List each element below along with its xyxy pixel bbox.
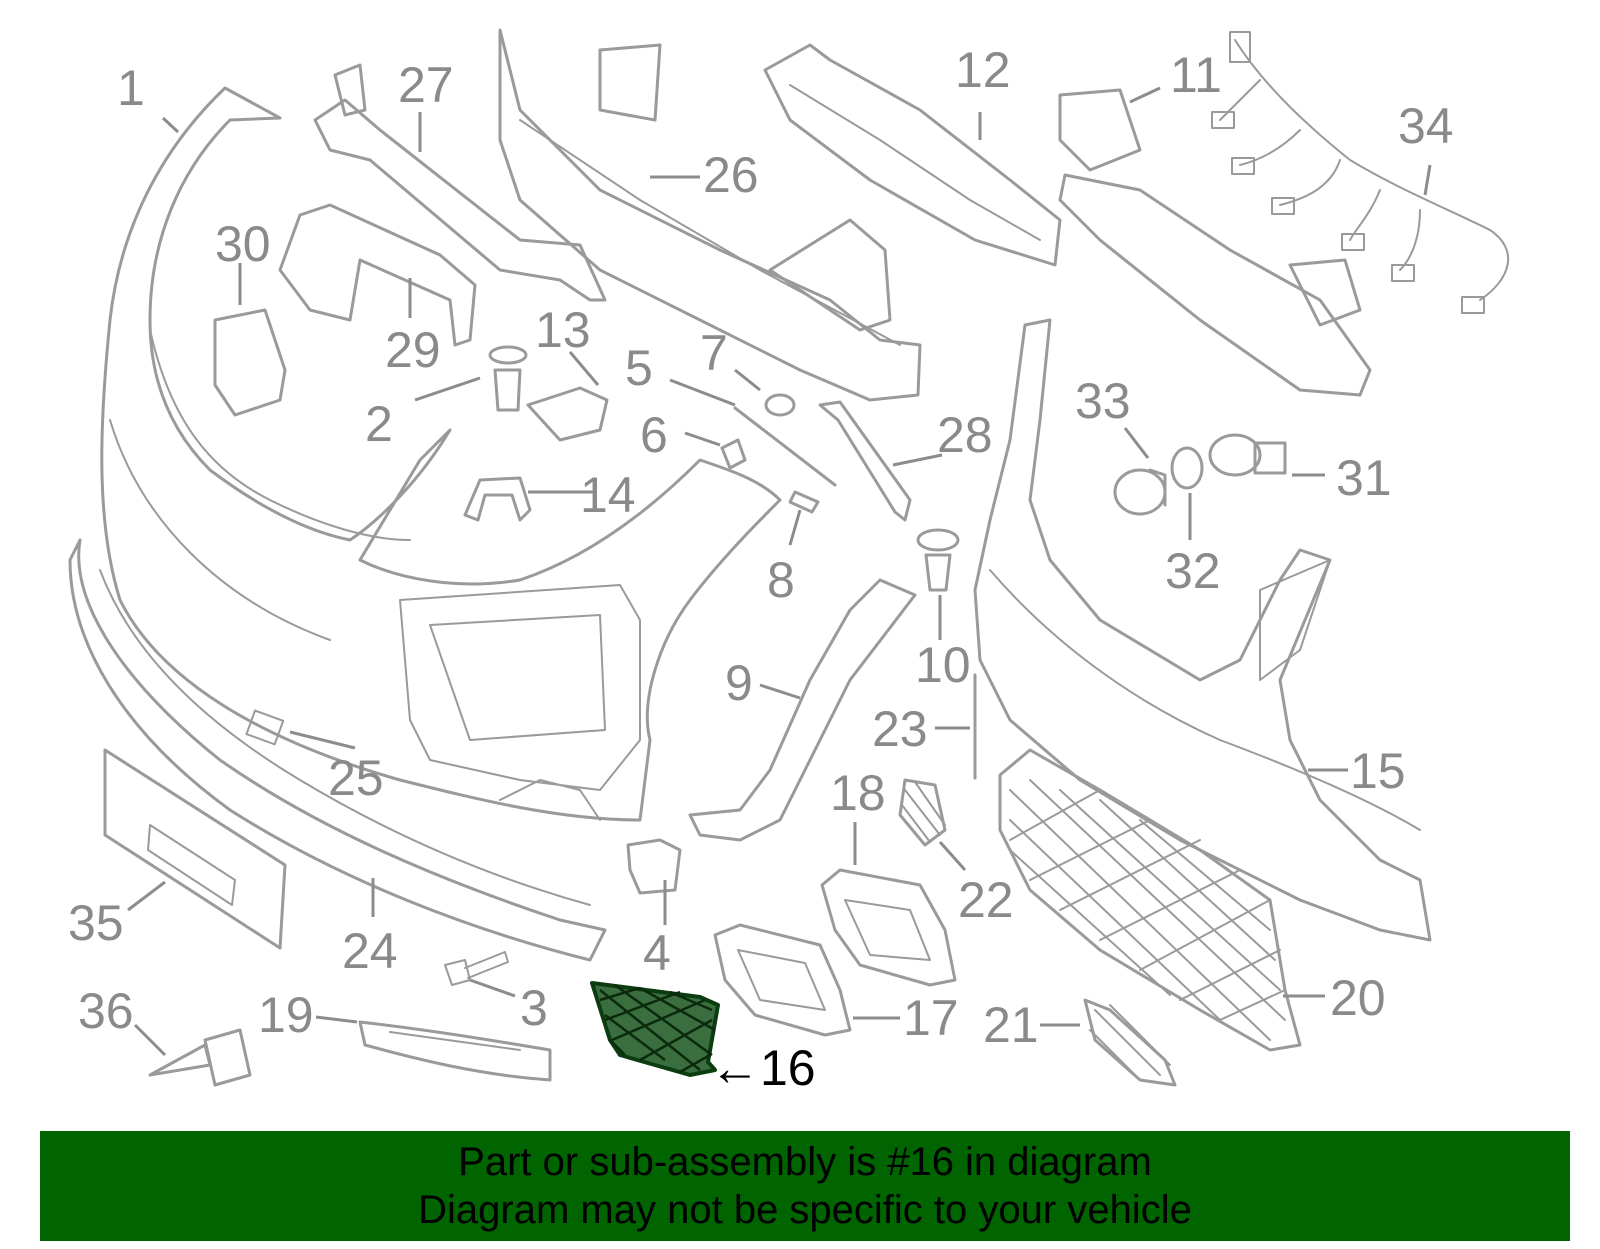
part-13-cover: [526, 386, 609, 442]
part-3-bolt: [444, 951, 509, 986]
callout-20: 20: [1330, 970, 1386, 1026]
part-2-push-clip: [488, 345, 528, 412]
callout-26: 26: [703, 147, 759, 203]
callout-10: 10: [915, 637, 971, 693]
part-1-bumper-cover: [100, 86, 782, 822]
part-26-carrier: [498, 28, 922, 402]
part-25-clip: [245, 709, 285, 746]
part-5-rod: [733, 406, 837, 487]
callout-34: 34: [1398, 98, 1454, 154]
callout-labels: 1 27 12 11 34 26 30 29 13 2 5 7 6 14 28 …: [68, 42, 1454, 1096]
callout-28: 28: [937, 407, 993, 463]
part-6-screw: [720, 438, 747, 470]
part-29-bracket: [278, 203, 477, 347]
callout-29: 29: [385, 322, 441, 378]
part-27-support-bar: [313, 63, 607, 302]
callout-19: 19: [258, 987, 314, 1043]
callout-13: 13: [535, 302, 591, 358]
callout-24: 24: [342, 923, 398, 979]
callout-17: 17: [903, 990, 959, 1046]
part-11-absorber: [1058, 88, 1372, 397]
callout-7: 7: [700, 325, 728, 381]
leader-lines: [127, 86, 1432, 1057]
callout-36: 36: [78, 983, 134, 1039]
part-32-sensor-ring: [1170, 446, 1204, 490]
callout-23: 23: [872, 701, 928, 757]
callout-32: 32: [1165, 543, 1221, 599]
callout-14: 14: [580, 467, 636, 523]
part-9-side-bracket: [688, 578, 917, 842]
callout-1: 1: [117, 60, 145, 116]
callout-27: 27: [398, 57, 454, 113]
part-31-sensor: [1208, 433, 1287, 477]
callout-18: 18: [830, 765, 886, 821]
part-18-bezel: [820, 868, 957, 987]
callout-16: ←16: [710, 1040, 816, 1096]
callout-9: 9: [725, 655, 753, 711]
part-7-ring: [764, 393, 796, 417]
part-36-stud: [148, 1028, 252, 1087]
callout-31: 31: [1336, 450, 1392, 506]
part-19-trim-strip: [358, 1020, 552, 1082]
callout-25: 25: [328, 750, 384, 806]
part-28-strut: [818, 400, 912, 522]
callout-11: 11: [1170, 47, 1222, 103]
part-35-license-bracket: [103, 748, 287, 950]
part-14-bracket: [463, 476, 532, 522]
part-34-harness: [1211, 31, 1509, 314]
callout-8: 8: [767, 552, 795, 608]
part-12-absorber: [763, 43, 1062, 267]
callout-30: 30: [215, 216, 271, 272]
part-33-sensor: [1113, 468, 1167, 516]
callout-35: 35: [68, 895, 124, 951]
callout-21: 21: [983, 997, 1039, 1053]
part-10-clip: [916, 528, 960, 592]
part-4-clip: [626, 838, 682, 895]
banner-line-2: Diagram may not be specific to your vehi…: [418, 1188, 1192, 1232]
banner-line-1: Part or sub-assembly is #16 in diagram: [458, 1140, 1152, 1184]
part-21-small-grille: [1083, 998, 1177, 1087]
callout-33: 33: [1075, 373, 1131, 429]
info-banner: Part or sub-assembly is #16 in diagram D…: [40, 1131, 1570, 1241]
callout-22: 22: [958, 872, 1014, 928]
part-16-highlighted-grille: [590, 981, 720, 1077]
part-15-grille-frame: [973, 318, 1432, 942]
callout-6: 6: [640, 407, 668, 463]
callout-5: 5: [625, 340, 653, 396]
part-30-module: [213, 308, 287, 417]
part-20-grille-mesh: [998, 748, 1302, 1052]
callout-12: 12: [955, 42, 1011, 98]
part-22-small-grille: [898, 778, 947, 847]
callout-2: 2: [365, 396, 393, 452]
part-8-strip: [788, 490, 820, 514]
callout-3: 3: [520, 980, 548, 1036]
part-17-bezel: [713, 923, 852, 1037]
callout-15: 15: [1350, 743, 1406, 799]
part-24-lower-spoiler: [68, 538, 607, 962]
callout-4: 4: [643, 925, 671, 981]
